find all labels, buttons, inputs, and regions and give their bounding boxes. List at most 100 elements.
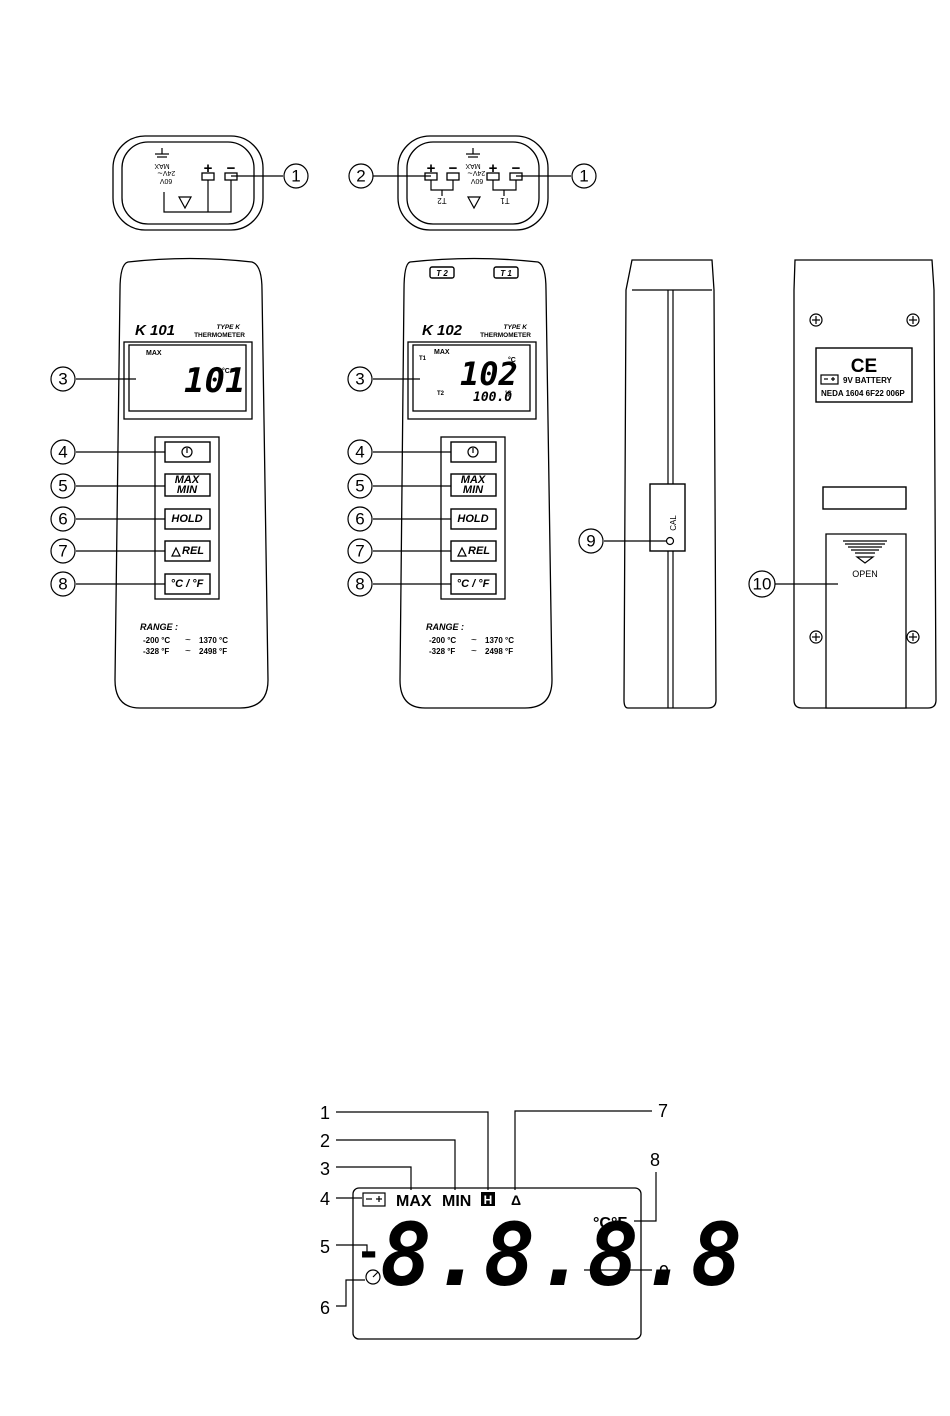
svg-text:T 2: T 2 — [436, 269, 448, 278]
lcd-window — [412, 344, 531, 412]
battery-spec: NEDA 1604 6F22 006P — [821, 389, 905, 398]
range-fahrenheit-low: -328 °F — [429, 647, 455, 656]
hold-button[interactable]: HOLD — [164, 508, 211, 530]
svg-text:1: 1 — [579, 167, 588, 186]
unit-button[interactable]: °C / °F — [450, 573, 497, 595]
thermometer-label: THERMOMETER — [194, 332, 245, 339]
tilde-icon: ~ — [471, 646, 477, 657]
minus-label-t1: − — [512, 160, 521, 177]
callout-7-k102: 7 — [347, 538, 451, 564]
lcd-legend: 1 2 3 4 5 6 7 8 9 MAX MIN H Δ °C°F — [320, 1101, 742, 1340]
socket-t2-minus — [446, 172, 460, 181]
t2-label: T2 — [437, 196, 447, 205]
grip-lines-icon — [843, 540, 887, 564]
svg-text:MAX: MAX — [175, 474, 200, 486]
svg-text:4: 4 — [58, 443, 67, 462]
ground-icon — [155, 148, 169, 158]
rel-button[interactable]: REL — [164, 540, 211, 562]
rel-button[interactable]: REL — [450, 540, 497, 562]
callout-7-k101: 7 — [50, 538, 165, 564]
tilde-icon: ~ — [471, 635, 477, 646]
svg-text:2: 2 — [356, 167, 365, 186]
lcd-callout-6: 6 — [320, 1298, 330, 1318]
svg-text:7: 7 — [355, 542, 364, 561]
svg-text:1: 1 — [291, 167, 300, 186]
callout-1-k101: 1 — [231, 163, 309, 189]
range-title: RANGE : — [426, 622, 464, 632]
lcd-outline — [352, 1187, 642, 1340]
max-min-button[interactable]: MAX MIN — [164, 473, 211, 497]
svg-text:T 1: T 1 — [500, 269, 512, 278]
warn-60v-text: 60V — [159, 177, 172, 184]
plus-label: + — [204, 160, 213, 177]
lcd-min-segment: MIN — [442, 1193, 471, 1210]
tab-t1: T 1 — [493, 266, 519, 279]
t1-label: T1 — [500, 196, 510, 205]
svg-text:REL: REL — [468, 545, 490, 557]
callout-6-k102: 6 — [347, 506, 451, 532]
lcd-value: 102 — [460, 355, 518, 393]
svg-text:7: 7 — [58, 542, 67, 561]
meter-k101-front: K 101 TYPE K THERMOMETER MAX 101 °C MAX … — [114, 257, 269, 709]
callout-6-k101: 6 — [50, 506, 165, 532]
lcd-delta-icon: Δ — [511, 1192, 521, 1208]
range-fahrenheit-high: 2498 °F — [199, 647, 227, 656]
callout-4-k101: 4 — [50, 439, 165, 465]
svg-text:6: 6 — [58, 510, 67, 529]
callout-5-k101: 5 — [50, 473, 165, 499]
power-button[interactable] — [164, 441, 211, 463]
ce-mark: CE — [851, 356, 877, 377]
svg-text:H: H — [484, 1193, 493, 1207]
callout-1-k102: 1 — [516, 163, 597, 189]
open-label: OPEN — [852, 569, 878, 579]
max-min-button[interactable]: MAX MIN — [450, 473, 497, 497]
battery-label: 9V BATTERY — [843, 376, 893, 385]
svg-text:3: 3 — [355, 370, 364, 389]
unit-button[interactable]: °C / °F — [164, 573, 211, 595]
lcd-t2-label: T2 — [437, 391, 445, 397]
lcd-auto-off-icon — [365, 1269, 381, 1285]
minus-label-t2: − — [449, 160, 458, 177]
battery-icon — [820, 374, 839, 385]
lcd-callout-4: 4 — [320, 1189, 330, 1209]
range-celsius-low: -200 °C — [143, 636, 170, 645]
range-fahrenheit-low: -328 °F — [143, 647, 169, 656]
connector-k102: MAX ~ 24V 60V + − + − T2 T1 — [397, 135, 549, 231]
callout-3-k101: 3 — [50, 366, 136, 392]
callout-8-k102: 8 — [347, 571, 451, 597]
svg-text:8: 8 — [58, 575, 67, 594]
lcd-sub-value: 100.0 — [473, 390, 512, 405]
tab-t2: T 2 — [429, 266, 455, 279]
svg-text:9: 9 — [586, 532, 595, 551]
callout-3-k102: 3 — [347, 366, 420, 392]
minus-label: − — [227, 160, 236, 177]
callout-2-k102: 2 — [348, 163, 431, 189]
lcd-digits-segment: 8.8.8.8 — [380, 1206, 742, 1306]
lcd-value: 101 — [184, 361, 245, 401]
lcd-sub-unit: °C — [505, 391, 512, 397]
lcd-callout-9: 9 — [659, 1262, 669, 1282]
svg-text:4: 4 — [355, 443, 364, 462]
screw-icon — [906, 630, 920, 644]
hold-button[interactable]: HOLD — [450, 508, 497, 530]
connector-k101: MAX ~ 24V 60V + − — [112, 135, 264, 231]
cal-label: CAL — [669, 515, 678, 531]
svg-text:3: 3 — [58, 370, 67, 389]
callout-4-k102: 4 — [347, 439, 451, 465]
warning-triangle-icon — [177, 196, 193, 210]
warn-24v-text: 24V — [162, 169, 175, 176]
ac-wave-icon: ~ — [157, 168, 162, 178]
warn-60v-text: 60V — [470, 177, 483, 184]
warn-24v-text: 24V — [472, 169, 485, 176]
ac-wave-icon: ~ — [467, 168, 472, 178]
callout-9-side: 9 — [578, 528, 667, 554]
lcd-minus-segment: - — [360, 1222, 377, 1280]
range-celsius-high: 1370 °C — [199, 636, 228, 645]
lcd-callout-8: 8 — [650, 1150, 660, 1170]
power-button[interactable] — [450, 441, 497, 463]
type-label: TYPE K — [504, 324, 529, 331]
model-label: K 101 — [135, 322, 175, 339]
svg-text:°C / °F: °C / °F — [457, 578, 490, 590]
battery-door[interactable] — [825, 533, 907, 709]
lcd-callout-1: 1 — [320, 1103, 330, 1123]
